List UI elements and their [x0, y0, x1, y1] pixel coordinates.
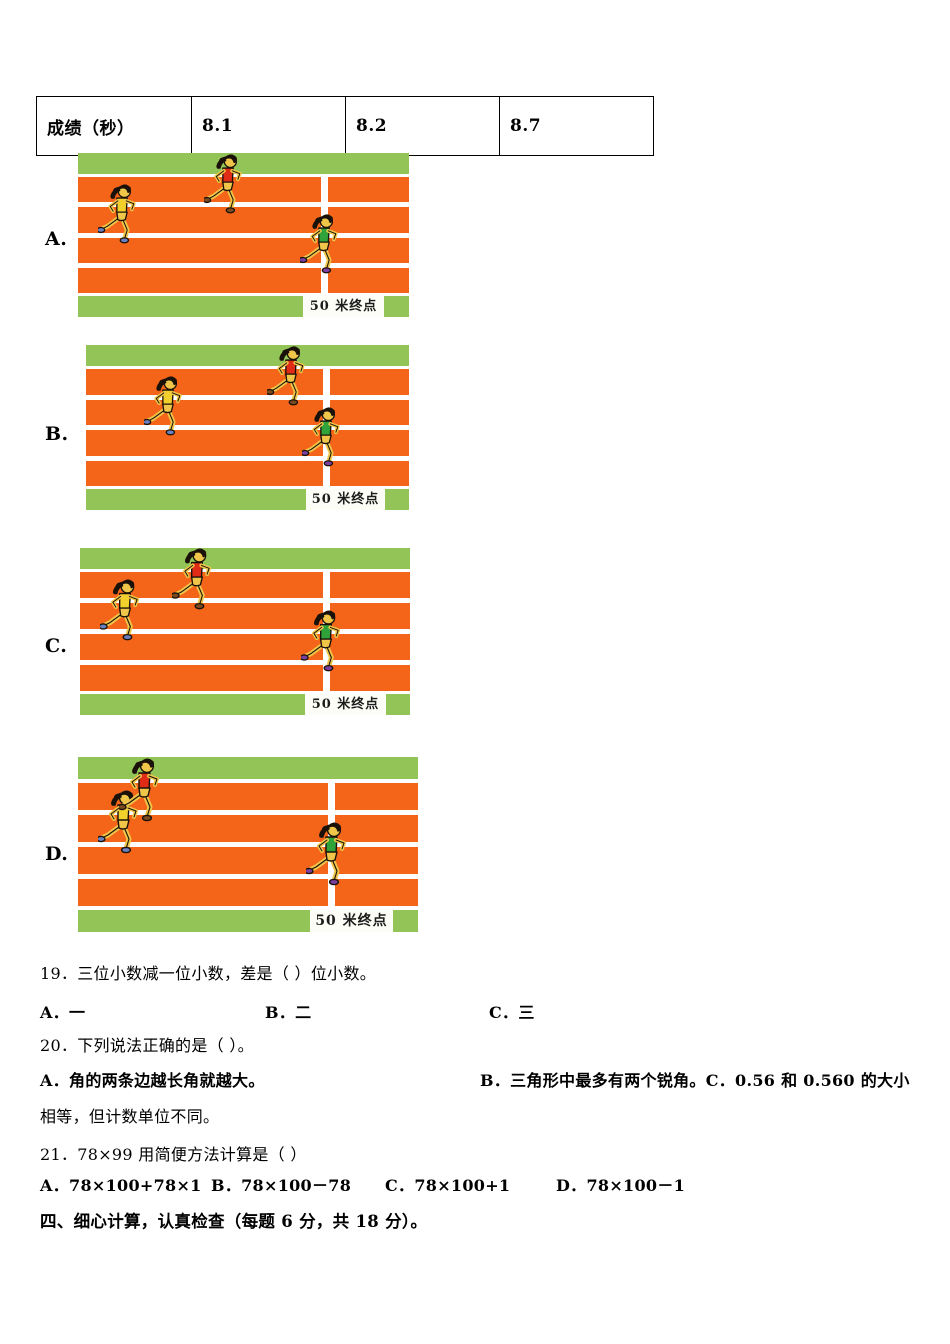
question-21-choice-c[interactable]: C．78×100+1 [385, 1176, 511, 1195]
finish-label: 50 米终点 [303, 296, 384, 317]
question-20-choice-c-wrap[interactable]: 相等，但计数单位不同。 [40, 1107, 220, 1126]
runner-figure-yellow [144, 375, 193, 437]
option-c-letter: C. [45, 635, 68, 657]
running-lane [86, 369, 409, 395]
question-21-choice-d[interactable]: D．78×100－1 [556, 1176, 686, 1195]
question-20-choice-bc[interactable]: B．三角形中最多有两个锐角。C．0.56 和 0.560 的大小 [480, 1071, 910, 1090]
table-row-header: 成绩（秒） [36, 96, 192, 156]
runner-figure-green [300, 213, 349, 275]
runner-figure-yellow [100, 578, 151, 642]
question-20-stem: 20．下列说法正确的是（ ）。 [40, 1036, 254, 1055]
section-heading-four: 四、细心计算，认真检查（每题 6 分，共 18 分）。 [40, 1212, 428, 1231]
table-cell-2: 8.2 [345, 96, 500, 156]
runner-figure-green [301, 609, 352, 673]
question-19-choice-a[interactable]: A．一 [40, 1003, 86, 1022]
table-cell-1: 8.1 [191, 96, 346, 156]
runner-figure-red [119, 757, 171, 823]
runner-figure-green [306, 821, 358, 887]
running-lane [80, 665, 410, 691]
running-lane [78, 267, 409, 293]
running-lane [78, 879, 418, 906]
running-lane [80, 572, 410, 598]
runner-figure-red [204, 153, 253, 215]
table-row: 成绩（秒） 8.1 8.2 8.7 [36, 96, 654, 156]
running-lane [78, 237, 409, 263]
grass-band-top [78, 757, 418, 779]
running-lane [78, 207, 409, 233]
running-lane [78, 177, 409, 203]
running-lane [78, 815, 418, 842]
question-21-choice-b[interactable]: B．78×100－78 [211, 1176, 352, 1195]
finish-label: 50 米终点 [306, 489, 385, 510]
track-diagram-c: 50 米终点 [80, 548, 410, 715]
track-diagram-b: 50 米终点 [86, 345, 409, 510]
running-lane [86, 430, 409, 456]
running-lane [80, 634, 410, 660]
track-diagram-a: 50 米终点 [78, 153, 409, 317]
running-lane [86, 460, 409, 486]
option-d-letter: D. [45, 843, 69, 865]
table-cell-3: 8.7 [499, 96, 654, 156]
track-diagram-d: 50 米终点 [78, 757, 418, 932]
running-lane [78, 847, 418, 874]
question-21-choice-a[interactable]: A．78×100+78×1 [40, 1176, 202, 1195]
runner-figure-yellow [98, 183, 147, 245]
runner-figure-green [302, 406, 351, 468]
running-lane [80, 603, 410, 629]
finish-label: 50 米终点 [305, 694, 386, 715]
grass-band-top [78, 153, 409, 174]
grass-band-top [86, 345, 409, 366]
question-19-choice-b[interactable]: B．二 [265, 1003, 312, 1022]
grass-band-top [80, 548, 410, 569]
finish-label: 50 米终点 [310, 910, 393, 932]
score-table: 成绩（秒） 8.1 8.2 8.7 [36, 96, 654, 156]
question-19-stem: 19．三位小数减一位小数，差是（ ）位小数。 [40, 964, 377, 983]
running-lane [86, 399, 409, 425]
question-20-choice-a[interactable]: A．角的两条边越长角就越大。 [40, 1071, 265, 1090]
option-b-letter: B. [45, 423, 69, 445]
question-21-stem: 21．78×99 用简便方法计算是（ ） [40, 1145, 307, 1164]
option-a-letter: A. [45, 228, 68, 250]
question-19-choice-c[interactable]: C．三 [489, 1003, 535, 1022]
runner-figure-red [267, 345, 316, 407]
runner-figure-red [172, 547, 223, 611]
score-table-body: 成绩（秒） 8.1 8.2 8.7 [36, 96, 654, 156]
